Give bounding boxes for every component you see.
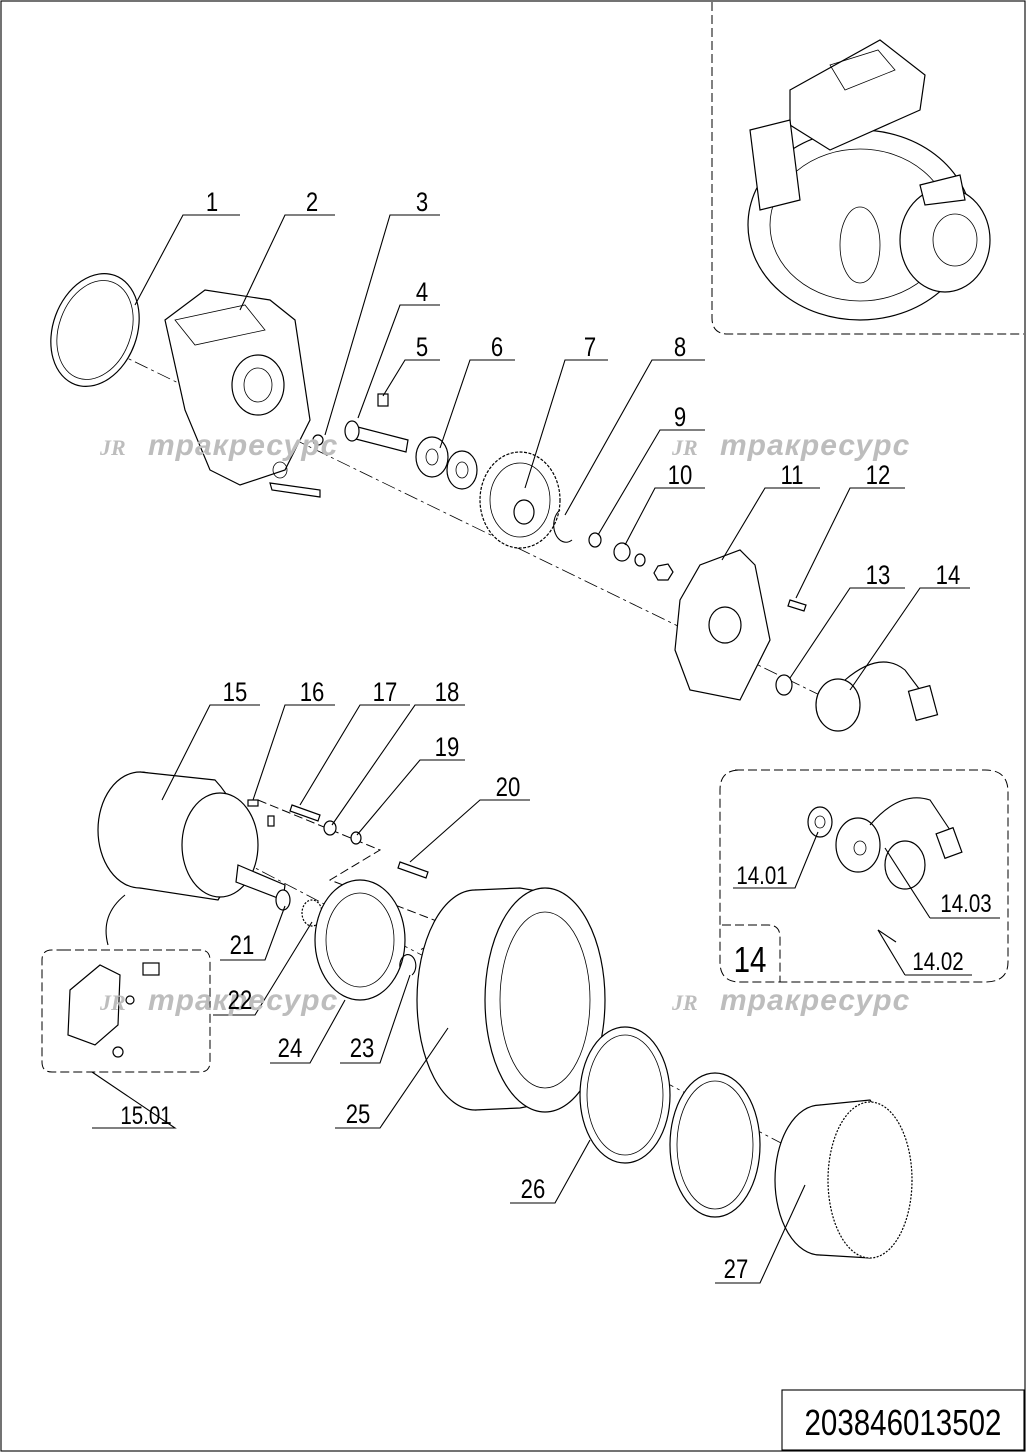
part-20-screw xyxy=(397,861,429,879)
assembled-drive-illustration xyxy=(747,39,991,321)
svg-text:JR: JR xyxy=(671,990,698,1015)
drawing-code-box: 203846013502 xyxy=(781,1389,1025,1451)
part-23-circlip xyxy=(399,954,417,976)
callout-23: 23 xyxy=(350,1034,375,1064)
callout-2: 2 xyxy=(306,188,318,218)
part-14-sensor xyxy=(815,661,939,732)
svg-text:тракресурс: тракресурс xyxy=(720,984,910,1017)
detail-15-01-arrow xyxy=(105,894,126,946)
svg-text:JR: JR xyxy=(99,990,126,1015)
drawing-code: 203846013502 xyxy=(805,1402,1002,1442)
callout-22: 22 xyxy=(228,986,253,1016)
part-21-shaft xyxy=(275,889,291,911)
part-8-circlip xyxy=(553,509,573,543)
watermark-2: JR тракресурс xyxy=(671,429,910,462)
callout-26: 26 xyxy=(521,1175,546,1205)
callout-13: 13 xyxy=(866,561,891,591)
part-5-key xyxy=(377,393,389,407)
detail-15-01-frame xyxy=(41,949,211,1073)
part-6-bearings xyxy=(415,436,478,490)
callout-14: 14 xyxy=(936,561,961,591)
part-9-washer xyxy=(588,532,602,548)
callout-11: 11 xyxy=(781,461,804,491)
callout-27: 27 xyxy=(724,1255,749,1285)
callout-25: 25 xyxy=(346,1100,371,1130)
part-19-washer xyxy=(350,831,362,845)
callout-15: 15 xyxy=(223,678,248,708)
callout-16: 16 xyxy=(300,678,325,708)
part-25-wheel-tyre xyxy=(416,887,606,1113)
watermark-1: JR тракресурс xyxy=(99,429,338,462)
callout-4: 4 xyxy=(416,278,428,308)
detail-15-01-parts xyxy=(67,962,160,1058)
part-24-gasket xyxy=(314,879,406,1001)
part-15-motor xyxy=(97,771,286,901)
part-18-washer xyxy=(323,820,337,836)
callout-21: 21 xyxy=(230,931,255,961)
callout-14-02: 14.02 xyxy=(912,947,963,975)
part-2-gear-housing xyxy=(164,289,321,498)
detail-14-frame xyxy=(719,769,1009,983)
part-7-drive-gear xyxy=(479,451,561,549)
svg-text:тракресурс: тракресурс xyxy=(720,429,910,462)
part-27-ring-gear xyxy=(774,1099,913,1259)
callout-20: 20 xyxy=(496,773,521,803)
part-10-nuts xyxy=(613,542,674,581)
watermark-4: JR тракресурс xyxy=(671,984,910,1017)
part-26-rings xyxy=(579,1026,761,1218)
callout-15-01: 15.01 xyxy=(120,1101,171,1129)
detail-14-parts xyxy=(807,797,963,943)
part-11-cover xyxy=(674,549,771,701)
assembly-inset-frame xyxy=(711,2,1024,335)
detail-14-tag-frame xyxy=(722,924,781,982)
part-1-seal-ring xyxy=(50,273,140,387)
part-12-bolt xyxy=(787,599,807,612)
callout-8: 8 xyxy=(674,333,686,363)
part-3-plug xyxy=(312,434,324,446)
part-13-o-ring xyxy=(775,674,793,696)
callout-9: 9 xyxy=(674,403,686,433)
watermark-3: JR тракресурс xyxy=(99,984,338,1017)
callout-labels: 1 2 3 4 5 6 7 8 9 10 11 12 13 14 15 16 1… xyxy=(120,188,991,1285)
callout-19: 19 xyxy=(435,733,460,763)
callout-14-01: 14.01 xyxy=(736,861,787,889)
svg-text:тракресурс: тракресурс xyxy=(148,984,338,1017)
part-17-screw xyxy=(289,804,321,822)
callout-3: 3 xyxy=(416,188,428,218)
callout-12: 12 xyxy=(866,461,891,491)
part-16-pins xyxy=(247,799,275,827)
svg-text:JR: JR xyxy=(671,435,698,460)
leader-lines xyxy=(91,214,1000,1284)
callout-18: 18 xyxy=(435,678,460,708)
svg-text:тракресурс: тракресурс xyxy=(148,429,338,462)
callout-1: 1 xyxy=(206,188,218,218)
callout-17: 17 xyxy=(373,678,398,708)
part-4-pinion-shaft xyxy=(344,420,409,453)
callout-10: 10 xyxy=(668,461,693,491)
callout-14-03: 14.03 xyxy=(940,889,991,917)
callout-6: 6 xyxy=(491,333,503,363)
callout-5: 5 xyxy=(416,333,428,363)
detail-14-title: 14 xyxy=(734,939,767,979)
svg-text:JR: JR xyxy=(99,435,126,460)
callout-7: 7 xyxy=(584,333,596,363)
callout-24: 24 xyxy=(278,1034,303,1064)
